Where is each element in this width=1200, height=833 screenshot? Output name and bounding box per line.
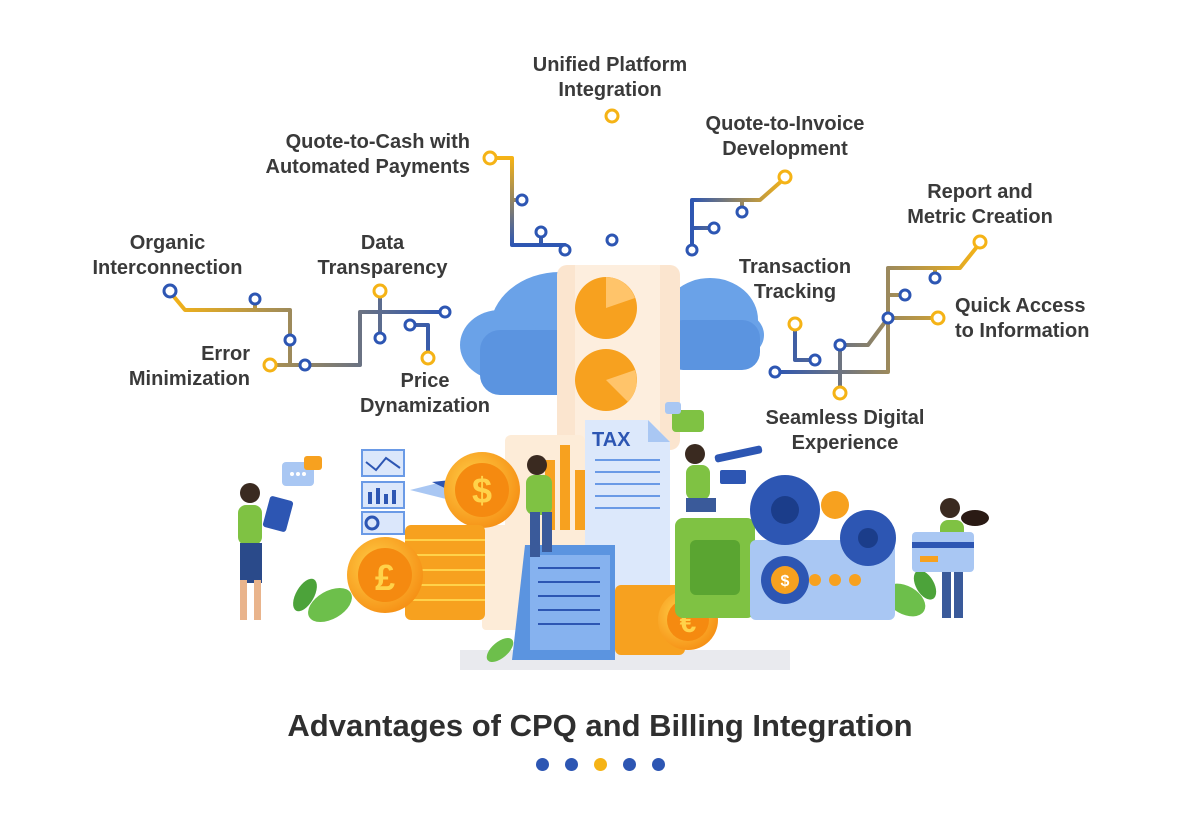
label-seamless-digital: Seamless Digital Experience xyxy=(765,407,925,454)
label-quick-access: Quick Access to Information xyxy=(955,295,1090,342)
label-quote-to-cash: Quote-to-Cash with Automated Payments xyxy=(265,131,471,178)
page-title: Advantages of CPQ and Billing Integratio… xyxy=(287,708,913,743)
gear-icon: $ xyxy=(750,475,896,620)
label-quote-to-invoice: Quote-to-Invoice Development xyxy=(705,113,865,160)
cash-stack-icon xyxy=(675,518,755,618)
label-data-transparency: Data Transparency xyxy=(317,232,448,279)
credit-card-icon xyxy=(912,498,989,618)
receipt-icon xyxy=(512,545,615,660)
label-unified-platform: Unified Platform Integration xyxy=(532,54,688,101)
svg-text:$: $ xyxy=(472,470,492,511)
coin-stack-icon xyxy=(405,525,485,620)
pie-chart-icon xyxy=(557,265,680,450)
label-price-dynamization: Price Dynamization xyxy=(359,370,491,417)
person-center xyxy=(526,455,552,557)
connector-nodes xyxy=(162,108,988,401)
dollar-coin-icon: $ xyxy=(444,452,520,528)
svg-text:$: $ xyxy=(781,573,790,590)
chat-bubble-icon xyxy=(282,402,704,486)
label-transaction-tracking: Transaction Tracking xyxy=(738,256,852,303)
pound-coin-icon: £ xyxy=(347,537,423,613)
pagination-dot-3 xyxy=(593,758,607,771)
svg-text:£: £ xyxy=(375,557,395,598)
label-organic-interconnection: Organic Interconnection xyxy=(92,232,243,279)
pagination-dot-5 xyxy=(651,758,665,771)
pagination-dot-4 xyxy=(622,758,636,771)
telescope-icon xyxy=(685,444,763,512)
pagination-dot-2 xyxy=(564,758,578,771)
label-report-metric: Report and Metric Creation xyxy=(907,181,1053,228)
pagination-dots xyxy=(0,758,1200,776)
analytics-cards xyxy=(361,449,470,535)
label-error-minimization: Error Minimization xyxy=(128,343,250,390)
pagination-dot-1 xyxy=(535,758,549,771)
svg-text:TAX: TAX xyxy=(592,429,631,451)
person-tablet xyxy=(238,483,294,620)
